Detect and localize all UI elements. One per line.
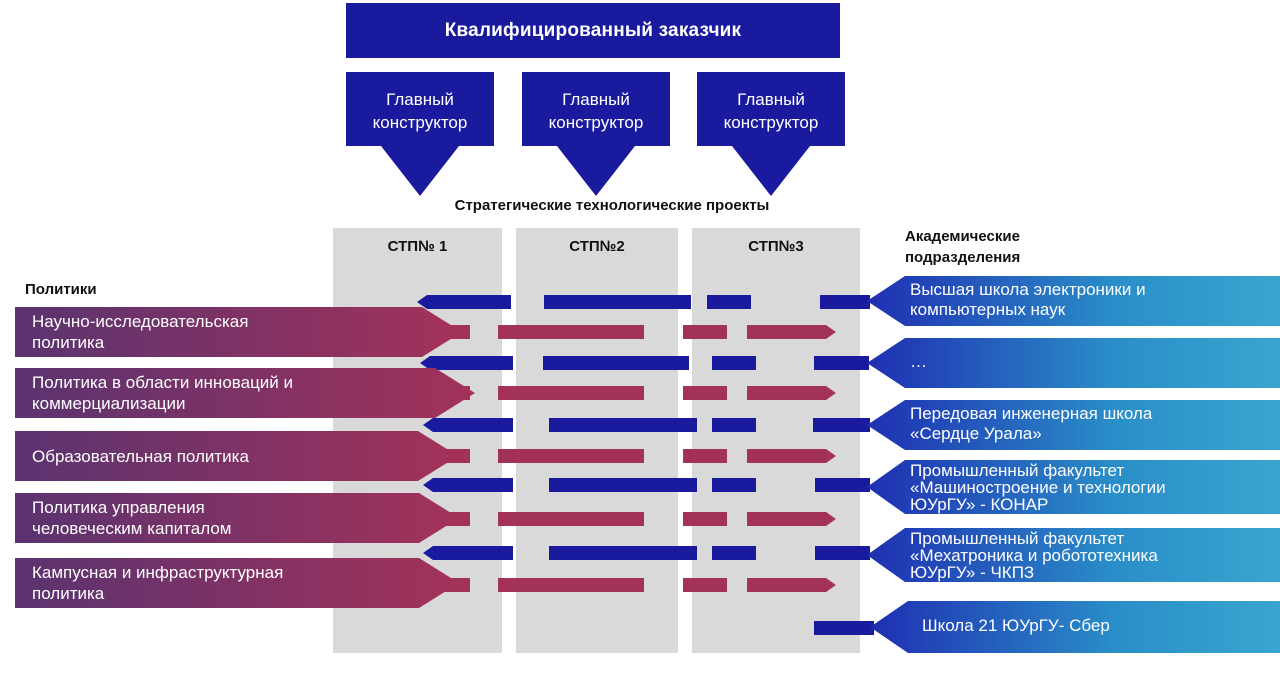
- dept-advanced-engineering-school: Передовая инженерная школа «Сердце Урала…: [867, 400, 1280, 450]
- project-column-label-2: СТП№2: [569, 238, 625, 255]
- dept-school-21-sber: Школа 21 ЮУрГУ- Сбер: [870, 601, 1280, 653]
- policy-innovation: Политика в области инноваций и коммерциа…: [15, 368, 475, 418]
- dept-industrial-faculty-konar: Промышленный факультет «Машиностроение и…: [867, 460, 1280, 514]
- policy-education: Образовательная политика: [15, 431, 458, 481]
- chief-designer-arrow-3: [697, 72, 845, 196]
- chief-designer-label-3: Главный конструктор: [723, 90, 819, 132]
- policy-research: Научно-исследовательская политика: [15, 307, 462, 357]
- dept-industrial-faculty-chkpz: Промышленный факультет «Мехатроника и ро…: [867, 528, 1280, 582]
- dept-higher-school-electronics: Высшая школа электроники и компьютерных …: [867, 276, 1280, 326]
- departments-title: Академические подразделения: [905, 228, 1021, 266]
- qualified-customer-box: Квалифицированный заказчик: [346, 3, 840, 58]
- policy-human-capital: Политика управления человеческим капитал…: [15, 493, 459, 543]
- qualified-customer-label: Квалифицированный заказчик: [444, 19, 742, 41]
- policies-title: Политики: [25, 281, 97, 298]
- chief-designer-label-2: Главный конструктор: [548, 90, 644, 132]
- project-column-3: [692, 228, 860, 653]
- policy-campus-infrastructure: Кампусная и инфраструктурная политика: [15, 558, 459, 608]
- dept-ellipsis: …: [867, 338, 1280, 388]
- chief-designer-label-1: Главный конструктор: [372, 90, 468, 132]
- chief-designer-arrow-2: [522, 72, 670, 196]
- project-column-label-3: СТП№3: [748, 238, 804, 255]
- strategic-projects-title: Стратегические технологические проекты: [454, 197, 770, 214]
- chief-designer-arrow-1: [346, 72, 494, 196]
- project-column-2: [516, 228, 678, 653]
- project-column-label-1: СТП№ 1: [387, 238, 448, 255]
